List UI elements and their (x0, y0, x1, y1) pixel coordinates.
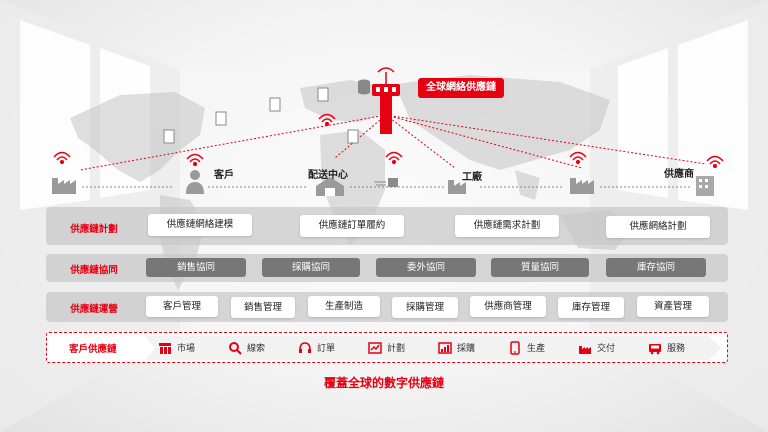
chain-step-delivery[interactable]: 交付 (565, 336, 651, 360)
magnifier-icon (229, 342, 242, 355)
collaboration-item[interactable]: 質量協同 (491, 258, 589, 277)
node-label-supplier: 供應商 (664, 169, 694, 180)
operations-item[interactable]: 生產制造 (308, 296, 380, 317)
document-icons (163, 87, 359, 144)
customer-icon (186, 170, 204, 194)
chain-step-market[interactable]: 市場 (145, 336, 231, 360)
operations-item[interactable]: 庫存管理 (558, 297, 624, 318)
chart-icon (438, 342, 452, 354)
customer-chain-label: 客戶供應鏈 (69, 344, 117, 355)
distribution-center-icon (316, 177, 344, 196)
chain-step-label: 交付 (597, 344, 616, 354)
phone-icon (510, 341, 520, 355)
chain-step-order[interactable]: 訂單 (285, 336, 371, 360)
market-icon (159, 343, 171, 354)
operations-item[interactable]: 銷售管理 (231, 297, 295, 318)
footer-caption: 覆蓋全球的數字供應鏈 (323, 376, 444, 390)
planning-item[interactable]: 供應網絡計劃 (606, 216, 710, 238)
chain-step-label: 市場 (177, 344, 196, 354)
operations-item[interactable]: 採購管理 (392, 297, 458, 318)
layer-label-operations: 供應鏈運營 (70, 304, 118, 315)
layer-label-planning: 供應鏈計劃 (70, 224, 118, 235)
layer-label-collaboration: 供應鏈協同 (70, 265, 118, 276)
signal-icons (53, 113, 724, 169)
supplier-building-icon (696, 176, 714, 196)
chain-step-leads[interactable]: 線索 (215, 336, 301, 360)
truck-icon (649, 344, 661, 355)
chain-step-label: 生產 (527, 344, 546, 354)
collaboration-item[interactable]: 庫存協同 (606, 258, 706, 277)
chain-step-plan[interactable]: 計劃 (355, 336, 441, 360)
chain-step-production[interactable]: 生產 (495, 336, 581, 360)
factory-icon (52, 178, 594, 194)
node-label-factory: 工廠 (462, 172, 482, 183)
factory-icon (579, 346, 591, 354)
chain-step-label: 採購 (457, 344, 476, 354)
chain-step-service[interactable]: 服務 (635, 336, 721, 360)
collaboration-item[interactable]: 採購協同 (262, 258, 360, 277)
cargo-box-icon (374, 178, 398, 187)
operations-item[interactable]: 供應商管理 (470, 296, 546, 317)
headset-icon (299, 342, 311, 353)
planning-item[interactable]: 供應鏈網絡建模 (148, 214, 252, 236)
chain-step-label: 訂單 (317, 344, 336, 354)
collaboration-item[interactable]: 銷售協同 (146, 258, 246, 277)
node-label-customer: 客戶 (214, 170, 234, 181)
plan-icon (368, 342, 382, 354)
network-lines (79, 114, 707, 171)
operations-item[interactable]: 資產管理 (637, 296, 709, 317)
planning-item[interactable]: 供應鏈需求計劃 (455, 215, 559, 237)
customer-chain-row: 客戶供應鏈 市場 線索 訂單 計劃 採購 生產 交付 服務 (46, 332, 728, 363)
chain-step-label: 線索 (247, 344, 266, 354)
chain-step-procurement[interactable]: 採購 (425, 336, 511, 360)
planning-item[interactable]: 供應鏈訂單履約 (300, 215, 404, 237)
node-label-distribution-center: 配送中心 (308, 170, 348, 181)
hub-label: 全球網絡供應鏈 (418, 78, 504, 98)
collaboration-item[interactable]: 委外協同 (376, 258, 476, 277)
operations-item[interactable]: 客戶管理 (146, 296, 218, 317)
control-tower-icon (372, 67, 400, 134)
chain-step-label: 計劃 (387, 344, 406, 354)
database-icon (358, 79, 370, 95)
chain-step-label: 服務 (667, 344, 686, 354)
